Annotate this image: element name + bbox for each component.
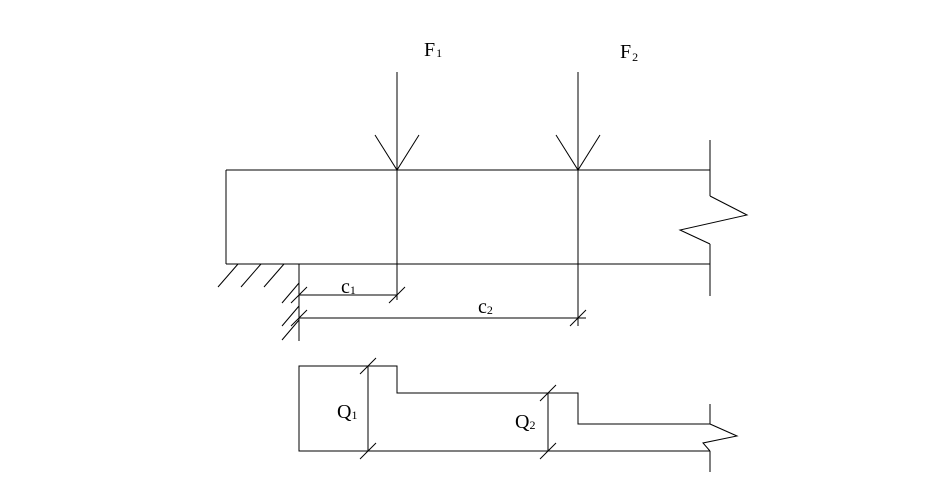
dimension-c1: c1 xyxy=(290,276,406,304)
shear-break-zigzag xyxy=(702,423,739,452)
label-f2: F2 xyxy=(620,41,638,64)
dimension-q1-tick-bottom xyxy=(359,442,377,460)
hatch-mark xyxy=(240,263,262,288)
beam xyxy=(225,140,749,296)
dimension-q2-tick-top xyxy=(539,384,557,402)
dimension-q2-tick-bottom xyxy=(539,442,557,460)
load-f2: F2 xyxy=(555,41,638,326)
hatch-mark xyxy=(281,282,300,304)
dimension-q1-tick-top xyxy=(359,357,377,375)
hatch-mark xyxy=(281,319,300,341)
support xyxy=(217,263,300,341)
label-f1: F1 xyxy=(424,39,442,61)
dimension-c2: c2 xyxy=(290,296,587,327)
dimension-c1-tick-right xyxy=(388,286,406,304)
label-c2: c2 xyxy=(478,296,493,318)
load-f2-arrowhead xyxy=(555,134,601,171)
shear-diagram: Q1 Q2 xyxy=(298,357,739,472)
label-q2: Q2 xyxy=(515,411,535,433)
load-f1: F1 xyxy=(374,39,442,300)
load-f1-arrowhead xyxy=(374,134,420,171)
label-c1: c1 xyxy=(341,276,356,298)
hatch-mark xyxy=(281,305,300,327)
hatch-mark xyxy=(263,263,285,288)
hatch-mark xyxy=(217,263,239,288)
label-q1: Q1 xyxy=(337,401,357,423)
shear-outline xyxy=(298,365,710,452)
break-zigzag xyxy=(678,195,749,245)
dimension-c2-tick-left xyxy=(290,309,308,327)
dimension-c2-tick-right xyxy=(569,309,587,327)
dimension-c1-tick-left xyxy=(290,286,308,304)
